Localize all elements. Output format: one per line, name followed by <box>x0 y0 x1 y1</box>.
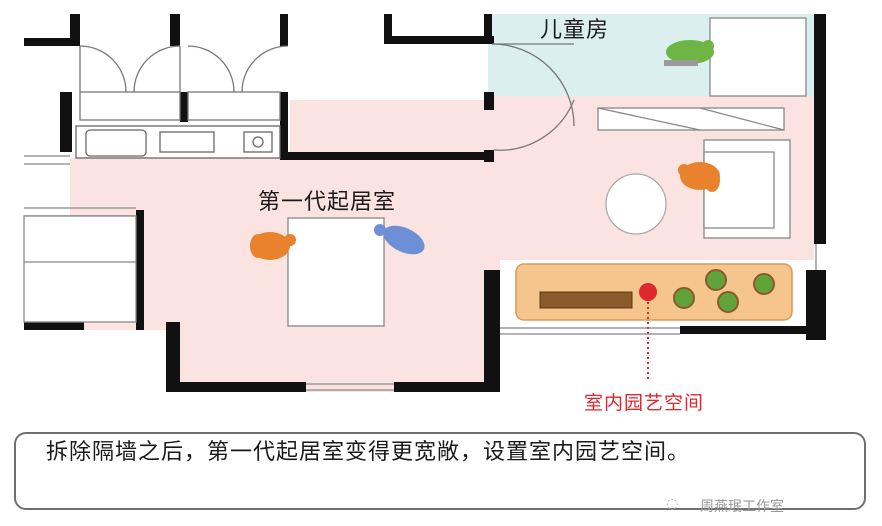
person-green <box>664 40 714 66</box>
living-room-label: 第一代起居室 <box>258 190 397 215</box>
garden-marker <box>639 283 657 301</box>
watermark: 周燕珉工作室 <box>700 499 784 515</box>
caption-box <box>14 432 866 510</box>
kids-room-label: 儿童房 <box>540 18 610 43</box>
person-blue <box>374 224 425 255</box>
wall-cabinet <box>597 107 785 131</box>
kids-desk <box>709 17 807 97</box>
round-table <box>605 173 667 235</box>
walls <box>24 14 826 392</box>
floor-plan <box>23 14 826 392</box>
left-fixtures <box>23 215 137 323</box>
person-orange-left <box>250 232 296 260</box>
dining-table <box>287 217 385 327</box>
person-orange-right <box>678 162 720 192</box>
living-room-floor <box>70 96 814 392</box>
planter-box <box>539 291 633 309</box>
caption-text: 拆除隔墙之后，第一代起居室变得更宽敞，设置室内园艺空间。 <box>46 440 691 465</box>
plants <box>673 269 775 313</box>
garden-label: 室内园艺空间 <box>584 392 705 414</box>
kitchen-counter <box>75 125 281 159</box>
wechat-icon: ◌ <box>666 496 679 512</box>
door-swings <box>79 43 575 151</box>
